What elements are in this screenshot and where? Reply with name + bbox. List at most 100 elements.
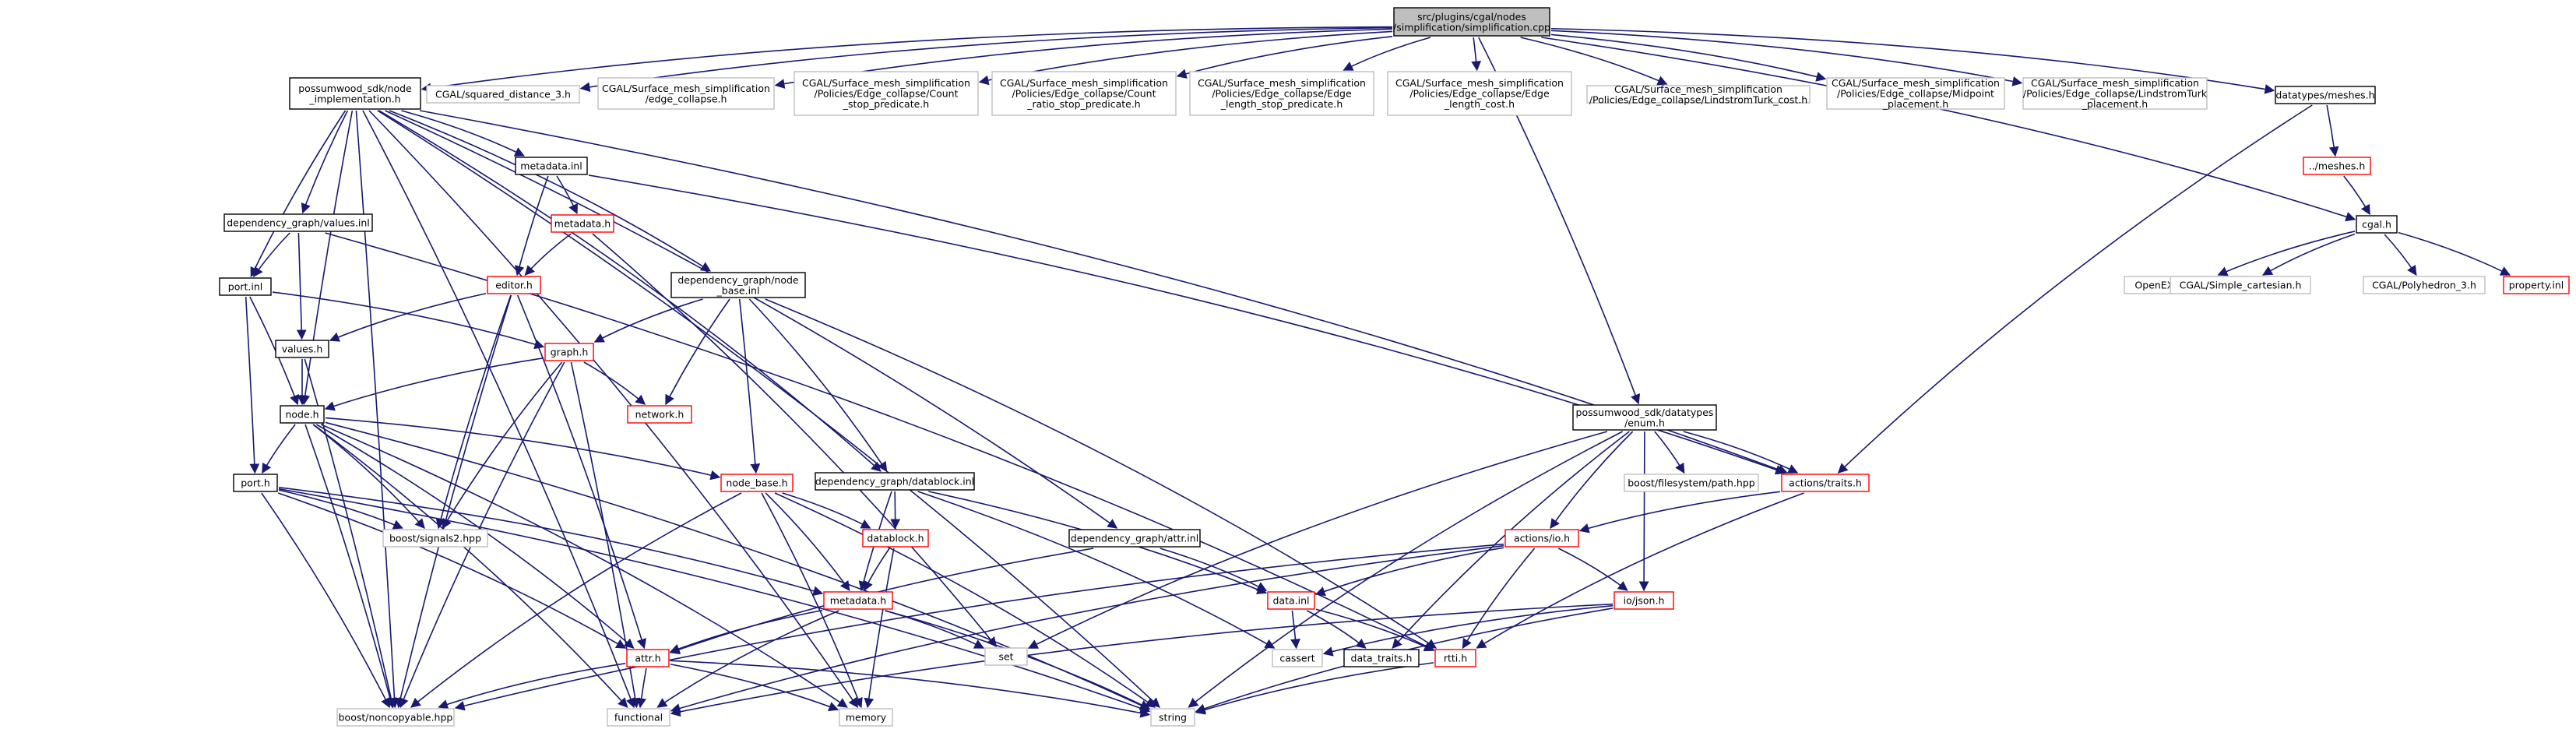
edge-values_inl-to-rtti — [325, 232, 1435, 651]
node-box — [275, 340, 329, 358]
edge-node-to-memory — [320, 424, 848, 708]
node-box — [1572, 404, 1717, 431]
edge-line — [245, 296, 260, 474]
node-nodebase_inl[interactable]: dependency_graph/node_base.inl — [670, 272, 806, 298]
node-ltplace: CGAL/Surface_mesh_simplification/Policie… — [2022, 77, 2208, 110]
edge-node-to-port_h — [262, 424, 296, 474]
node-box — [670, 272, 806, 298]
edge-graph-to-network — [583, 361, 646, 405]
edge-line — [325, 232, 1435, 651]
node-box — [1150, 708, 1195, 727]
node-box — [1624, 474, 1759, 492]
node-box — [1267, 591, 1315, 610]
node-property[interactable]: property.inl — [2503, 276, 2570, 294]
edge-line — [2326, 104, 2339, 157]
node-label-line: string — [1159, 712, 1187, 724]
node-cgal[interactable]: cgal.h — [2356, 215, 2398, 234]
edge-node-to-signals2 — [312, 424, 425, 529]
node-sqdist: CGAL/squared_distance_3.h — [426, 85, 580, 104]
node-rtti[interactable]: rtti.h — [1434, 649, 1476, 667]
edge-datablock_h-to-memory — [864, 548, 895, 709]
node-label-line: _implementation.h — [308, 93, 400, 104]
node-label-line: datatypes/meshes.h — [2275, 90, 2374, 101]
node-data_inl[interactable]: data.inl — [1267, 591, 1315, 610]
edge-line — [1683, 431, 1799, 474]
node-attr_h[interactable]: attr.h — [626, 649, 670, 667]
node-datablock_inl[interactable]: dependency_graph/datablock.inl — [815, 472, 975, 491]
node-label-line: /simplification/simplification.cpp — [1393, 21, 1550, 33]
node-label-line: /Policies/Edge_collapse/Midpoint — [1837, 88, 1994, 100]
node-label-line: CGAL/squared_distance_3.h — [435, 89, 571, 100]
node-meshes_rel[interactable]: ../meshes.h — [2303, 157, 2371, 175]
edge-line — [278, 487, 824, 596]
node-editor[interactable]: editor.h — [487, 276, 541, 294]
node-root[interactable]: src/plugins/cgal/nodes/simplification/si… — [1393, 7, 1550, 37]
node-noncopyable: boost/noncopyable.hpp — [336, 708, 455, 727]
edge-enum-to-fspath — [1654, 431, 1685, 474]
edge-line — [670, 664, 839, 712]
edge-root-to-midpoint — [1550, 33, 1827, 82]
node-label-line: _length_cost.h — [1444, 98, 1515, 110]
node-io[interactable]: actions/io.h — [1504, 529, 1579, 548]
node-enum[interactable]: possumwood_sdk/datatypes/enum.h — [1572, 404, 1717, 431]
edge-attr_h-to-string — [670, 660, 1151, 718]
edge-attr_h-to-noncopyable — [438, 663, 626, 710]
edge-line — [301, 110, 349, 214]
node-values_inl[interactable]: dependency_graph/values.inl — [223, 213, 373, 232]
node-port_h[interactable]: port.h — [233, 474, 278, 492]
edge-traits-to-io — [1578, 491, 1781, 534]
edge-line — [670, 544, 1504, 713]
node-metadata2[interactable]: metadata.h — [823, 591, 893, 610]
edge-line — [2384, 234, 2417, 276]
edge-editor-to-noncopyable — [395, 294, 512, 709]
node-datatraits[interactable]: data_traits.h — [1343, 649, 1420, 667]
node-attr_inl[interactable]: dependency_graph/attr.inl — [1068, 529, 1201, 548]
edge-line — [1520, 37, 1668, 86]
node-datablock_h[interactable]: datablock.h — [862, 529, 929, 548]
node-json[interactable]: io/json.h — [1614, 591, 1674, 610]
edge-line — [442, 361, 563, 530]
node-cassert: cassert — [1272, 649, 1323, 667]
node-meshes_dt[interactable]: datatypes/meshes.h — [2275, 86, 2376, 104]
node-port_inl[interactable]: port.inl — [219, 277, 272, 296]
edge-line — [1322, 604, 1614, 657]
node-metadata_h[interactable]: metadata.h — [551, 214, 614, 233]
edge-line — [300, 110, 354, 406]
node-label-line: src/plugins/cgal/nodes — [1417, 11, 1526, 23]
edge-metadata_h-to-editor — [524, 233, 572, 276]
node-node[interactable]: node.h — [280, 405, 325, 424]
edge-nodebase_inl-to-network — [665, 298, 730, 406]
node-values_h[interactable]: values.h — [275, 340, 329, 358]
edge-node_impl-to-nodebase_inl — [389, 110, 712, 272]
edge-graph-to-signals2 — [442, 361, 563, 530]
node-label-line: functional — [614, 712, 663, 724]
edge-node-to-noncopyable — [304, 424, 396, 709]
node-label-line: possumwood_sdk/node — [298, 83, 412, 94]
node-graph[interactable]: graph.h — [544, 343, 594, 361]
edge-nodebase_inl-to-graph — [593, 298, 703, 343]
node-label-line: editor.h — [495, 280, 533, 291]
node-label-line: metadata.h — [830, 595, 886, 607]
node-node_impl[interactable]: possumwood_sdk/node_implementation.h — [289, 77, 421, 110]
node-nodebase_h[interactable]: node_base.h — [720, 474, 794, 492]
edge-line — [1654, 431, 1685, 474]
node-countratio: CGAL/Surface_mesh_simplification/Policie… — [991, 71, 1177, 116]
node-label-line: actions/io.h — [1514, 533, 1570, 544]
edge-root-to-ltcost — [1520, 37, 1668, 86]
node-edgelenstop: CGAL/Surface_mesh_simplification/Policie… — [1189, 71, 1374, 116]
edge-line — [438, 663, 626, 710]
edge-root-to-countratio — [1176, 36, 1393, 79]
node-label-line: memory — [846, 712, 887, 724]
node-network[interactable]: network.h — [627, 405, 692, 424]
node-metadata_inl[interactable]: metadata.inl — [515, 157, 588, 175]
edge-line — [583, 361, 646, 405]
edge-nodebase_h-to-noncopyable — [410, 492, 742, 708]
edge-line — [421, 26, 1393, 93]
node-label-line: dependency_graph/values.inl — [227, 217, 370, 229]
edge-line — [1541, 37, 2356, 222]
node-traits[interactable]: actions/traits.h — [1781, 474, 1870, 492]
node-simplecart: CGAL/Simple_cartesian.h — [2170, 276, 2311, 294]
edge-line — [1314, 547, 1504, 597]
node-label-line: port.h — [241, 477, 270, 489]
edge-node_impl-to-string — [377, 110, 1160, 708]
